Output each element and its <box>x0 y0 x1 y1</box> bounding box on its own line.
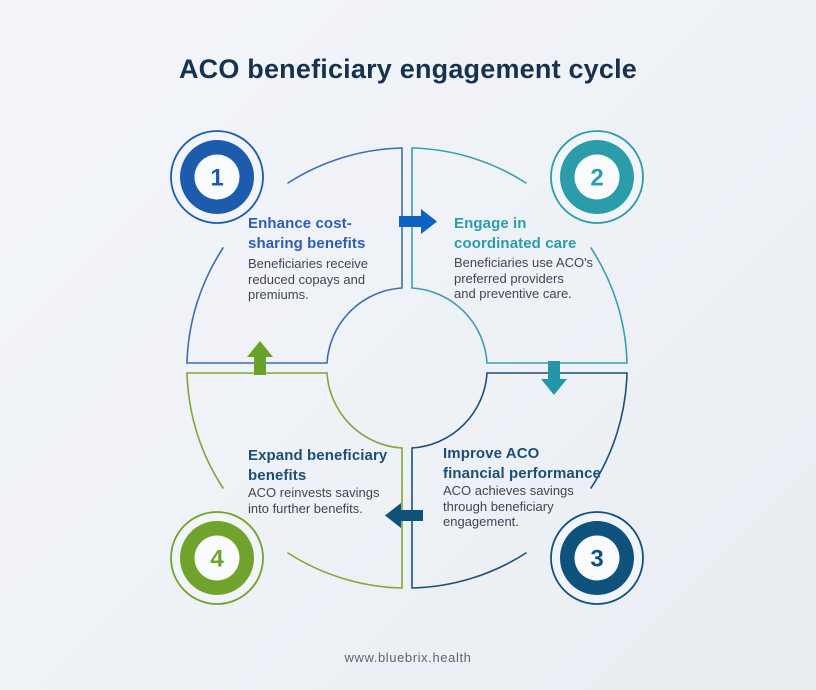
step-2-body: Beneficiaries use ACO's preferred provid… <box>454 255 594 301</box>
page-title: ACO beneficiary engagement cycle <box>178 54 638 84</box>
step-2-heading: Engage in coordinated care <box>454 215 577 252</box>
quadrant-1-outline <box>186 147 403 364</box>
step-4-badge: 4 <box>170 511 264 605</box>
arrow-down-icon <box>541 361 567 395</box>
quadrant-3-outline <box>411 372 628 589</box>
step-2-number: 2 <box>590 165 603 192</box>
arrow-up-icon <box>247 341 273 375</box>
arrow-left-icon <box>385 503 423 528</box>
step-4-heading: Expand beneficiary benefits <box>248 447 388 484</box>
step-4-body: ACO reinvests savings into further benef… <box>248 485 380 516</box>
step-1-text: Enhance cost- sharing benefits <box>248 214 388 254</box>
step-4-text: Expand beneficiary benefits <box>248 446 398 486</box>
step-3-badge: 3 <box>550 511 644 605</box>
step-1-number: 1 <box>210 165 223 192</box>
step-3-body: ACO achieves savings through beneficiary… <box>443 483 574 529</box>
footer-url: www.bluebrix.health <box>344 650 472 665</box>
step-3-number: 3 <box>590 546 603 573</box>
step-1-badge: 1 <box>170 130 264 224</box>
step-2-badge: 2 <box>550 130 644 224</box>
step-3-heading: Improve ACO financial performance <box>443 445 601 482</box>
quadrant-2-outline <box>411 147 628 364</box>
step-1-heading: Enhance cost- sharing benefits <box>248 215 366 252</box>
arrow-right-icon <box>399 209 437 234</box>
step-3-text: Improve ACO financial performance <box>443 444 618 484</box>
step-2-text: Engage in coordinated care <box>454 214 594 254</box>
step-1-body: Beneficiaries receive reduced copays and… <box>248 256 368 302</box>
step-4-number: 4 <box>210 546 224 573</box>
quadrant-4-outline <box>186 372 403 589</box>
